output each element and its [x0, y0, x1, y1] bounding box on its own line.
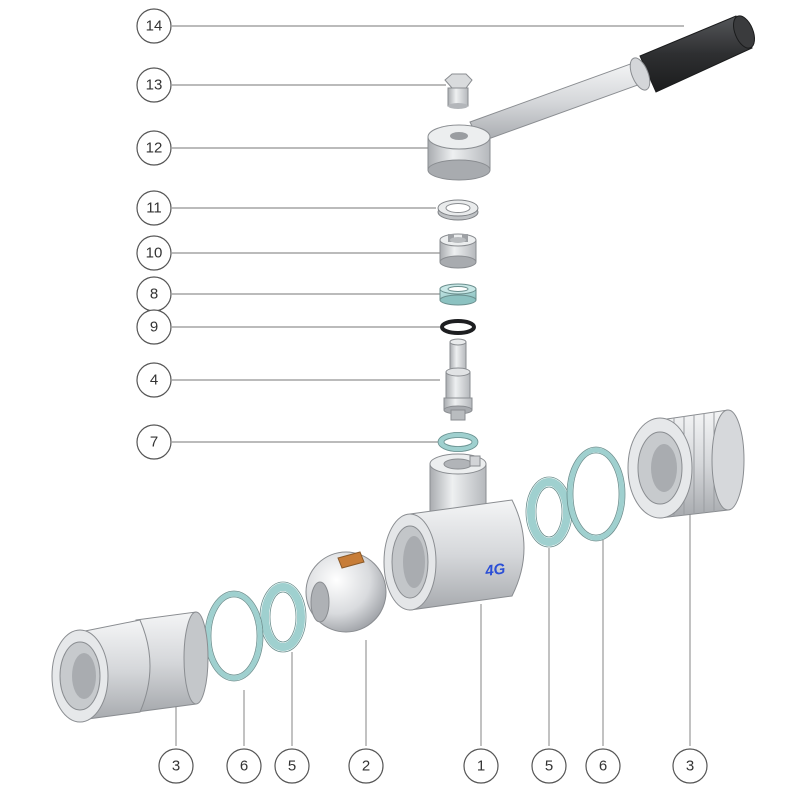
gasket-right [566, 446, 626, 542]
ball [305, 551, 387, 633]
callout-2-label: 2 [362, 758, 370, 775]
callout-10: 10 [136, 235, 172, 271]
stem [443, 338, 473, 421]
callout-3-left: 3 [158, 748, 194, 784]
washer [437, 199, 479, 221]
valve-body [383, 453, 525, 611]
callout-5-left-label: 5 [288, 758, 296, 775]
callout-3-left-label: 3 [172, 758, 180, 775]
callout-12: 12 [136, 130, 172, 166]
end-connector-left [51, 611, 209, 723]
stem-seal [439, 283, 477, 306]
callout-7-label: 7 [150, 434, 158, 451]
gasket-left [204, 590, 264, 682]
callout-3-right: 3 [672, 748, 708, 784]
seat-right [525, 476, 573, 548]
callout-3-right-label: 3 [686, 758, 694, 775]
lower-stem-seal [437, 432, 479, 452]
callout-11-label: 11 [146, 200, 162, 217]
callout-9: 9 [136, 309, 172, 345]
callout-8: 8 [136, 276, 172, 312]
callout-6-left: 6 [226, 748, 262, 784]
callout-5-left: 5 [274, 748, 310, 784]
handle-hub [427, 124, 491, 181]
o-ring [440, 319, 476, 335]
callout-12-label: 12 [146, 140, 163, 157]
callout-5-right-label: 5 [545, 758, 553, 775]
callout-2: 2 [348, 748, 384, 784]
callout-6-right-label: 6 [599, 758, 607, 775]
callout-8-label: 8 [150, 286, 158, 303]
callout-6-left-label: 6 [240, 758, 248, 775]
gland-nut [439, 233, 477, 269]
callout-1-label: 1 [477, 758, 485, 775]
seat-left [259, 581, 307, 653]
callout-10-label: 10 [146, 245, 163, 262]
callout-4: 4 [136, 362, 172, 398]
end-connector-right [627, 409, 745, 519]
callout-7: 7 [136, 424, 172, 460]
callout-4-label: 4 [150, 372, 158, 389]
leader-lines [172, 25, 691, 746]
callout-6-right: 6 [585, 748, 621, 784]
callout-9-label: 9 [150, 319, 158, 336]
callout-14: 14 [136, 8, 172, 44]
callout-13-label: 13 [146, 77, 163, 94]
callout-5-right: 5 [531, 748, 567, 784]
callout-1: 1 [463, 748, 499, 784]
callout-14-label: 14 [146, 18, 163, 35]
body-logo: 4G [483, 560, 507, 580]
bolt [444, 73, 473, 109]
handle-lever [469, 15, 755, 143]
callout-13: 13 [136, 67, 172, 103]
callout-11: 11 [136, 190, 172, 226]
